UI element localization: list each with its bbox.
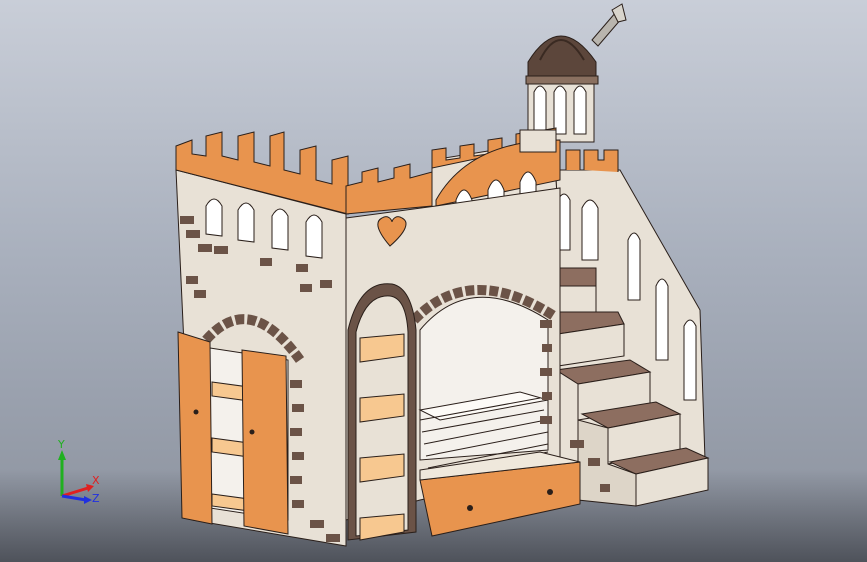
trundle-drawer [419, 451, 581, 537]
stairs [551, 267, 710, 507]
x-axis-label: X [92, 474, 100, 487]
bed-slats [418, 391, 549, 477]
x-axis-arrow [61, 486, 89, 498]
tower [525, 3, 627, 143]
cabinet-door-left [177, 331, 213, 525]
y-axis-label: Y [57, 440, 65, 451]
bed-opening [419, 296, 549, 461]
tower-dome [527, 35, 597, 79]
bookshelf [347, 283, 417, 541]
left-block [175, 131, 433, 547]
heart-emblem [377, 216, 407, 247]
coordinate-triad: Y X Z [57, 440, 100, 505]
cabinet-door-right [241, 349, 289, 535]
telescope [591, 3, 627, 47]
z-axis-arrow [61, 494, 87, 502]
z-axis-label: Z [92, 492, 100, 505]
